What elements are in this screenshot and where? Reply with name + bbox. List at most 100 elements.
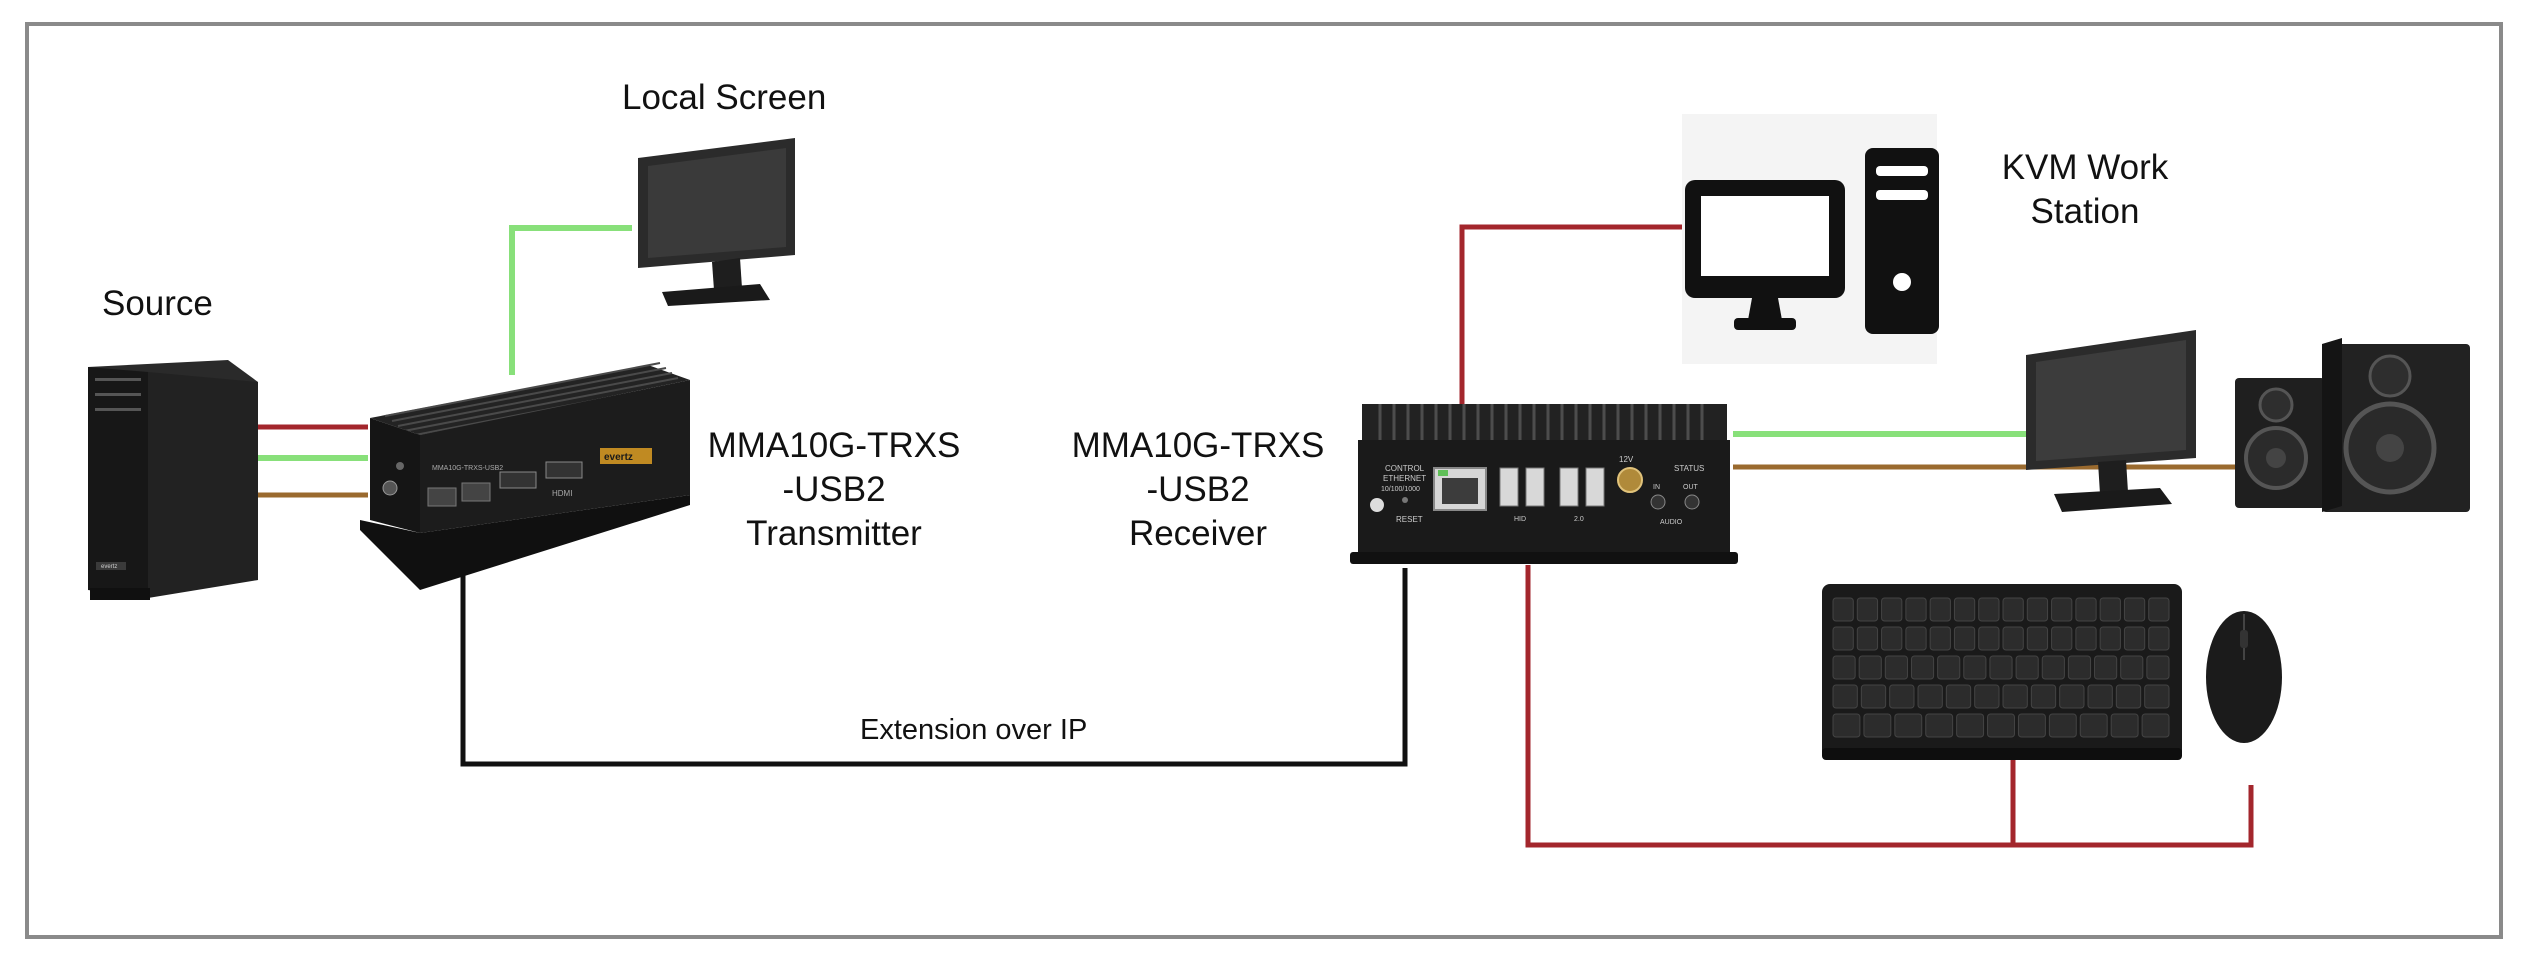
keyboard-key [1832, 626, 1854, 651]
transmitter-label-line-3: Transmitter [746, 514, 922, 553]
keyboard-key [2120, 655, 2144, 680]
tower-badge: evertz [101, 564, 117, 570]
keyboard-key [2094, 655, 2118, 680]
keyboard-key [1863, 713, 1892, 738]
keyboard-key [2123, 626, 2146, 651]
keyboard-key [1858, 655, 1882, 680]
transmitter-label: MMA10G-TRXS -USB2 Transmitter [694, 424, 974, 556]
keyboard-key [1978, 597, 2000, 622]
keyboard-key [1945, 684, 1972, 709]
transmitter-brand: evertz [604, 452, 633, 463]
receiver-audio-out-marking: OUT [1683, 484, 1699, 491]
keyboard-key [2051, 597, 2073, 622]
keyboard-key [2075, 597, 2097, 622]
keyboard-key [1905, 626, 1927, 651]
keyboard-key [2041, 655, 2065, 680]
keyboard-key [2048, 713, 2077, 738]
keyboard-key [1832, 684, 1858, 709]
kvm-workstation-label: KVM Work Station [1990, 146, 2180, 234]
receiver-audio-in-marking: IN [1653, 484, 1660, 491]
receiver-label-line-2: -USB2 [1146, 470, 1250, 509]
keyboard-key [1832, 655, 1856, 680]
keyboard-key [1905, 597, 1927, 622]
local-screen-video-line [509, 225, 632, 375]
source-label: Source [102, 284, 213, 323]
keyboard-key [1910, 655, 1935, 680]
receiver-label-line-3: Receiver [1128, 514, 1268, 553]
transmitter-label-line-1: MMA10G-TRXS [707, 426, 961, 465]
transmitter-box-icon: evertz MMA10G-TRXS-USB2 HDMI [360, 362, 690, 590]
keyboard-key [1974, 684, 2000, 709]
keyboard-key [2148, 626, 2170, 651]
keyboard-key [1832, 713, 1861, 738]
keyboard-key [2146, 655, 2170, 680]
keyboard-key [1925, 713, 1954, 738]
workstation-icon [1682, 114, 1939, 364]
local-screen-label: Local Screen [622, 78, 827, 117]
keyboard-key [1856, 626, 1879, 651]
keyboard-key [1953, 626, 1976, 651]
mouse-icon [2206, 611, 2282, 743]
keyboard-key [1987, 713, 2015, 738]
remote-monitor-icon [2026, 330, 2196, 512]
keyboard-key [2002, 684, 2028, 709]
keyboard-key [2144, 684, 2170, 709]
transmitter-label-line-2: -USB2 [782, 470, 886, 509]
keyboard-key [2099, 626, 2121, 651]
receiver-hid-marking: HID [1514, 516, 1526, 523]
keyboard-icon [1822, 584, 2182, 760]
keyboard-key [1937, 655, 1961, 680]
keyboard-key [2115, 684, 2142, 709]
connection-lines [258, 224, 2254, 848]
hid-usb-line [1525, 565, 2254, 848]
transmitter-hdmi-marking: HDMI [552, 489, 572, 498]
keyboard-key [2002, 626, 2024, 651]
keyboard-key [2030, 684, 2057, 709]
transmitter-model-marking: MMA10G-TRXS-USB2 [432, 465, 503, 472]
keyboard-key [1894, 713, 1923, 738]
extension-ip-line [460, 555, 1408, 767]
keyboard-key [2026, 626, 2049, 651]
keyboard-key [1917, 684, 1943, 709]
diagram-frame [25, 22, 2503, 939]
keyboard-key [1881, 626, 1903, 651]
keyboard-key [1953, 597, 1976, 622]
receiver-control-marking: CONTROL [1385, 464, 1425, 473]
keyboard-key [2148, 597, 2170, 622]
receiver-ethernet-marking: ETHERNET [1383, 474, 1426, 483]
keyboard-key [1929, 626, 1951, 651]
keyboard-key [1889, 684, 1915, 709]
receiver-audio-marking: AUDIO [1660, 519, 1683, 526]
kvm-workstation-label-line-2: Station [2030, 192, 2140, 231]
keyboard-key [2099, 597, 2121, 622]
kvm-workstation-label-line-1: KVM Work [2001, 148, 2169, 187]
source-tower-pc-icon: evertz [88, 360, 258, 600]
receiver-label-line-1: MMA10G-TRXS [1071, 426, 1325, 465]
keyboard-key [2051, 626, 2073, 651]
keyboard-key [2067, 655, 2092, 680]
keyboard-key [1884, 655, 1908, 680]
keyboard-key [1963, 655, 1987, 680]
workstation-usb-line [1459, 224, 1685, 412]
extension-link-label: Extension over IP [860, 714, 1088, 746]
keyboard-key [2087, 684, 2113, 709]
receiver-box-icon: CONTROL ETHERNET 10/100/1000 RESET 12V S… [1350, 404, 1738, 564]
receiver-usb20-marking: 2.0 [1574, 516, 1584, 523]
keyboard-key [1989, 655, 2013, 680]
local-screen-monitor-icon [638, 138, 795, 306]
keyboard-key [2017, 713, 2046, 738]
keyboard-key [2079, 713, 2108, 738]
keyboard-key [1881, 597, 1903, 622]
receiver-status-marking: STATUS [1674, 464, 1704, 473]
keyboard-key [1956, 713, 1985, 738]
receiver-ethernet-speed-marking: 10/100/1000 [1381, 486, 1420, 493]
speakers-icon [2235, 338, 2470, 512]
receiver-reset-marking: RESET [1396, 515, 1423, 524]
keyboard-key [2110, 713, 2139, 738]
keyboard-key [2015, 655, 2039, 680]
keyboard-key [2002, 597, 2024, 622]
receiver-power-marking: 12V [1619, 455, 1634, 464]
keyboard-key [2123, 597, 2146, 622]
keyboard-key [1929, 597, 1951, 622]
